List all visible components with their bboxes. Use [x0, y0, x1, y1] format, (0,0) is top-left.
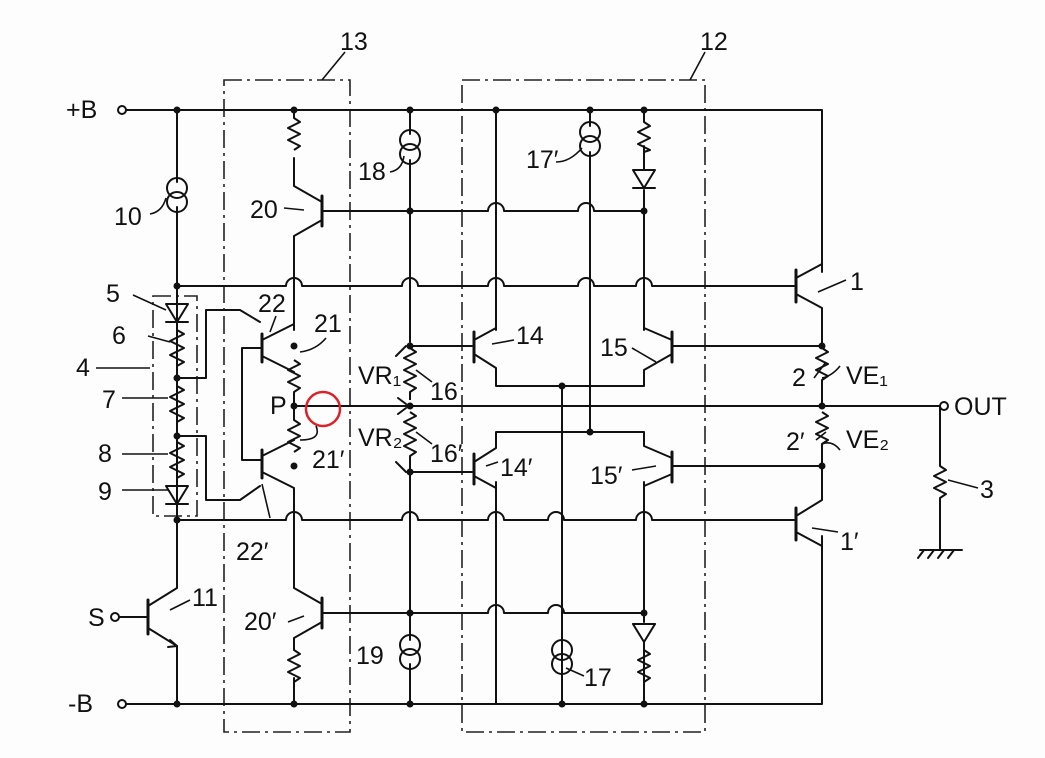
tap-wires — [176, 309, 261, 501]
current-source-10 — [166, 177, 188, 213]
pos-supply-terminal[interactable] — [117, 105, 127, 115]
transistor-15-prime — [589, 431, 823, 487]
label-resistor-16: 16 — [430, 378, 458, 406]
resistor-8 — [169, 441, 185, 479]
label-resistor-21p: 21′ — [312, 446, 345, 474]
label-transistor-11: 11 — [192, 584, 218, 612]
resistor-bottom-block12 — [637, 649, 651, 683]
current-source-17-prime — [579, 121, 601, 157]
label-signal: S — [88, 604, 105, 632]
resistor-3 — [933, 465, 947, 550]
label-output: OUT — [954, 393, 1007, 421]
resistor-6 — [169, 329, 185, 367]
label-pos-supply: +B — [66, 96, 97, 124]
transistor-1 — [794, 263, 823, 347]
current-source-18 — [399, 129, 421, 165]
neg-supply-terminal[interactable] — [117, 699, 127, 709]
block12-verticals — [495, 109, 645, 705]
vr-arrows — [395, 345, 407, 473]
label-resistor-2: 2 — [792, 364, 806, 392]
label-resistor-21: 21 — [314, 310, 342, 338]
current-source-19 — [399, 634, 421, 670]
resistor-16 — [403, 347, 417, 400]
label-ve2: VE₂ — [846, 426, 889, 454]
label-resistor-2p: 2′ — [786, 428, 805, 456]
label-transistor-22p: 22′ — [236, 538, 269, 566]
label-diode-9: 9 — [98, 478, 112, 506]
label-resistor-3: 3 — [980, 476, 994, 504]
label-node-p: P — [270, 392, 287, 420]
label-diode-5: 5 — [106, 280, 120, 308]
label-transistor-15: 15 — [600, 334, 628, 362]
label-source-18: 18 — [358, 158, 386, 186]
label-neg-supply: -B — [68, 690, 93, 718]
label-resistor-16p: 16′ — [430, 440, 463, 468]
label-resistor-7: 7 — [102, 386, 116, 414]
neg-rail — [123, 535, 823, 705]
wire-20p-to-diode — [409, 604, 645, 614]
label-transistor-22: 22 — [258, 290, 286, 318]
label-source-19: 19 — [356, 642, 384, 670]
junction-dots — [173, 106, 826, 708]
resistor-top-block12 — [637, 121, 651, 153]
transistor-22-prime — [260, 439, 295, 521]
label-source-17p: 17′ — [526, 146, 559, 174]
pos-rail — [123, 109, 823, 273]
current-source-17 — [551, 639, 573, 675]
highlight-circle — [304, 390, 342, 428]
label-vr1: VR₁ — [358, 362, 401, 390]
label-transistor-14: 14 — [516, 322, 544, 350]
output-terminal[interactable] — [939, 401, 949, 411]
resistor-7 — [169, 385, 185, 423]
label-block-12: 12 — [700, 28, 728, 56]
label-ve1: VE₁ — [846, 362, 888, 390]
p-node-wire — [293, 391, 823, 421]
label-block-13: 13 — [340, 28, 368, 56]
diode-top-block12 — [632, 169, 656, 189]
transistor-1-prime — [794, 465, 823, 547]
diode-bottom-block12 — [632, 623, 656, 643]
resistor-21-prime — [287, 419, 301, 453]
label-source-10: 10 — [114, 203, 142, 231]
wire-20-to-diode — [409, 202, 645, 212]
diode-5 — [165, 303, 189, 323]
label-source-17: 17 — [584, 664, 612, 692]
label-transistor-1p: 1′ — [840, 528, 859, 556]
label-transistor-14p: 14′ — [500, 454, 533, 482]
wire-16-to-14 — [409, 345, 473, 473]
label-transistor-1: 1 — [850, 268, 864, 296]
label-transistor-20p: 20′ — [244, 608, 277, 636]
signal-terminal[interactable] — [110, 612, 120, 622]
label-resistor-8: 8 — [98, 440, 112, 468]
diode-9 — [165, 485, 189, 505]
label-block-4: 4 — [76, 354, 90, 382]
label-transistor-15p: 15′ — [590, 462, 623, 490]
label-transistor-20: 20 — [250, 196, 278, 224]
transistor-14-prime — [472, 431, 591, 489]
resistor-21 — [287, 359, 301, 393]
wire-diode5-to-t1 — [176, 277, 795, 287]
label-vr2: VR₂ — [358, 424, 402, 452]
transistor-20-prime — [287, 519, 411, 705]
label-resistor-6: 6 — [112, 322, 126, 350]
transistor-11 — [111, 574, 178, 705]
block-4-outline — [152, 295, 198, 517]
transistor-15 — [561, 327, 823, 387]
ground-symbol — [917, 549, 963, 559]
leader-lines — [96, 51, 979, 677]
transistor-22 — [241, 309, 295, 461]
transistor-20 — [287, 109, 411, 331]
transistor-14 — [472, 327, 563, 387]
resistor-16-prime — [403, 411, 417, 470]
